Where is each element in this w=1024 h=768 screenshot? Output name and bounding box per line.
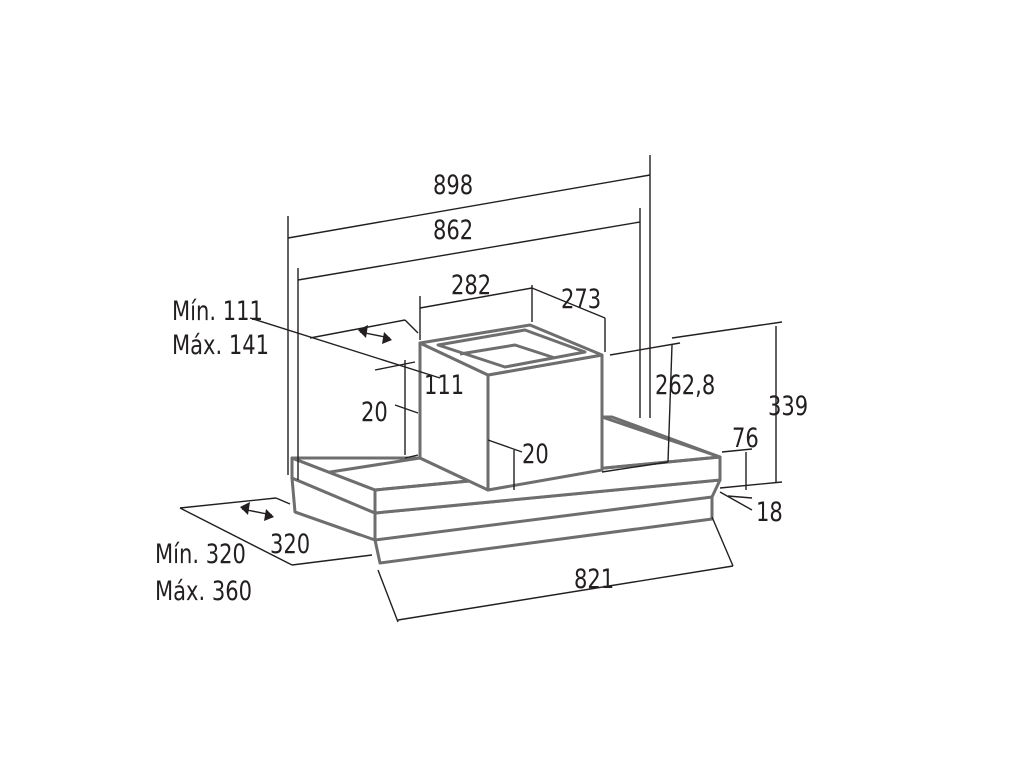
label-20-front: 20	[522, 438, 549, 469]
visor-right-edge	[710, 479, 722, 498]
label-76: 76	[732, 422, 759, 453]
label-max-360: Máx. 360	[155, 575, 252, 606]
canopy-upper-ridge	[291, 455, 721, 492]
label-898: 898	[433, 169, 473, 200]
label-320: 320	[270, 528, 310, 559]
label-18: 18	[756, 496, 783, 527]
label-111: 111	[424, 369, 464, 400]
chimney-top-face	[418, 323, 604, 377]
adjust-arrow-bottom-icon	[240, 502, 274, 521]
label-273: 273	[561, 283, 601, 314]
chimney-outlet	[436, 328, 587, 369]
label-262-8: 262,8	[655, 369, 715, 400]
visor-panel	[373, 495, 714, 565]
label-min-111: Mín. 111	[172, 295, 263, 326]
canopy-bottom-edge	[290, 477, 361, 537]
label-min-320: Mín. 320	[155, 538, 246, 569]
label-821: 821	[574, 563, 614, 594]
label-339: 339	[768, 390, 808, 421]
canopy-back-edge	[601, 415, 721, 459]
hood-outline	[290, 323, 722, 565]
dimension-lines	[179, 155, 783, 623]
chimney-front-face	[486, 353, 604, 492]
dimension-labels: 898 862 282 273 262,8 339 76 18 821 320 …	[155, 169, 808, 606]
label-282: 282	[451, 269, 491, 300]
label-862: 862	[433, 214, 473, 245]
chimney-outlet-inner	[459, 343, 556, 360]
label-max-141: Máx. 141	[172, 329, 269, 360]
adjust-arrow-top-icon	[358, 325, 392, 344]
label-20-side: 20	[361, 396, 388, 427]
